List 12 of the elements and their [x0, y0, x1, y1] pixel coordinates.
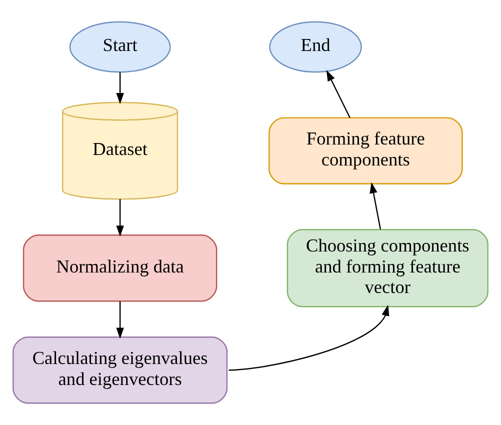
arrow [116, 301, 124, 339]
arrow [228, 304, 390, 371]
node-ellipse: Start [69, 21, 171, 73]
node-box: Calculating eigenvalues and eigenvectors [12, 336, 228, 404]
arrow [116, 72, 124, 104]
node-ellipse: End [269, 21, 362, 73]
node-box: Forming feature components [268, 117, 463, 184]
node-box: Normalizing data [22, 234, 218, 302]
node-box: Choosing components and forming feature vector [286, 229, 488, 308]
arrow [370, 182, 382, 230]
arrow [326, 70, 350, 118]
arrow [116, 199, 124, 237]
